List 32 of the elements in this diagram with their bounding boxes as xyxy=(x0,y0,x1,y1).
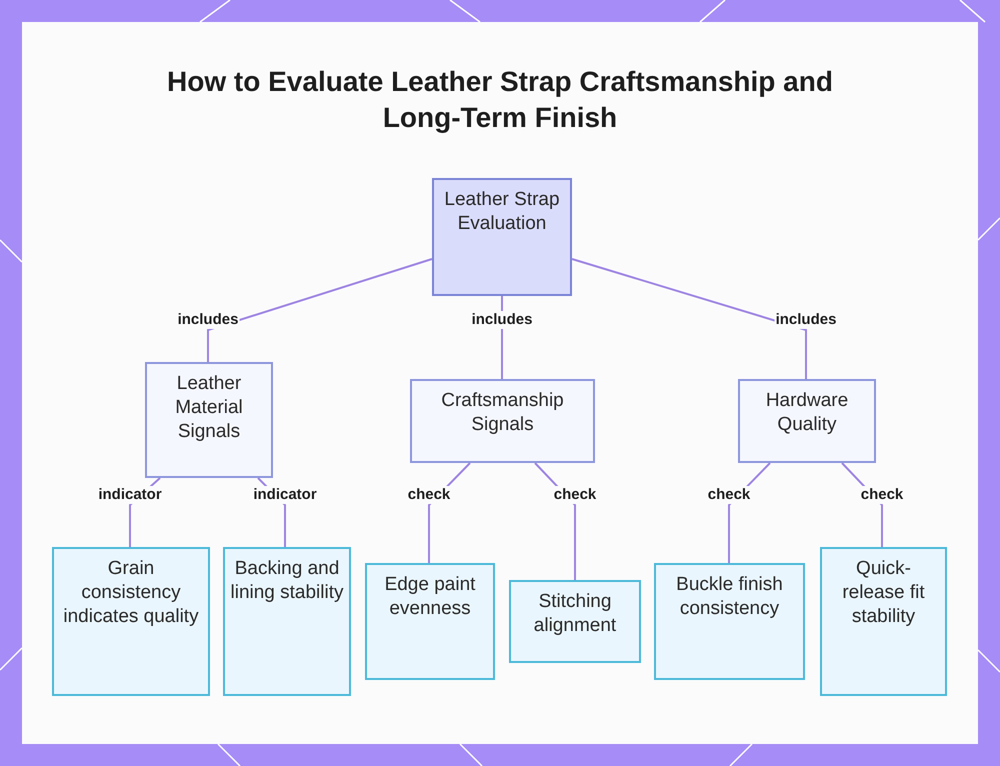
node-text: Craftsmanship Signals xyxy=(440,389,565,437)
node-text: Leather Material Signals xyxy=(174,372,244,444)
edge-label: indicator xyxy=(252,486,318,504)
node-text: Edge paint evenness xyxy=(384,573,476,621)
root-box xyxy=(432,178,572,296)
criterion-box xyxy=(223,547,351,696)
edge-label: check xyxy=(706,486,752,504)
node-text: Buckle finish consistency xyxy=(675,573,784,621)
node-text: Hardware Quality xyxy=(764,389,850,437)
category-box xyxy=(145,362,273,478)
edge-label: check xyxy=(860,486,904,504)
node-text: Stitching alignment xyxy=(532,590,618,638)
criterion-box xyxy=(52,547,210,696)
edge-label: includes xyxy=(774,311,838,329)
edge-label: includes xyxy=(176,311,240,329)
node-text: Backing and lining stability xyxy=(230,557,344,605)
node-text: Leather Strap Evaluation xyxy=(443,188,561,236)
edge-label: indicator xyxy=(97,486,163,504)
category-box xyxy=(410,379,595,463)
node-text: Quick-release fit stability xyxy=(841,557,926,629)
criterion-box xyxy=(509,580,641,663)
category-box xyxy=(738,379,876,463)
node-text: Grain consistency indicates quality xyxy=(62,557,200,629)
edge-label: check xyxy=(406,486,452,504)
connector-line xyxy=(572,258,807,379)
diagram-title: How to Evaluate Leather Strap Craftsmanship and Long-Term Finish xyxy=(166,65,834,135)
criterion-box xyxy=(820,547,947,696)
criterion-box xyxy=(654,563,805,680)
edge-label: check xyxy=(552,486,598,504)
edge-label: includes xyxy=(470,311,534,329)
criterion-box xyxy=(365,563,495,680)
connector-line xyxy=(207,258,432,362)
